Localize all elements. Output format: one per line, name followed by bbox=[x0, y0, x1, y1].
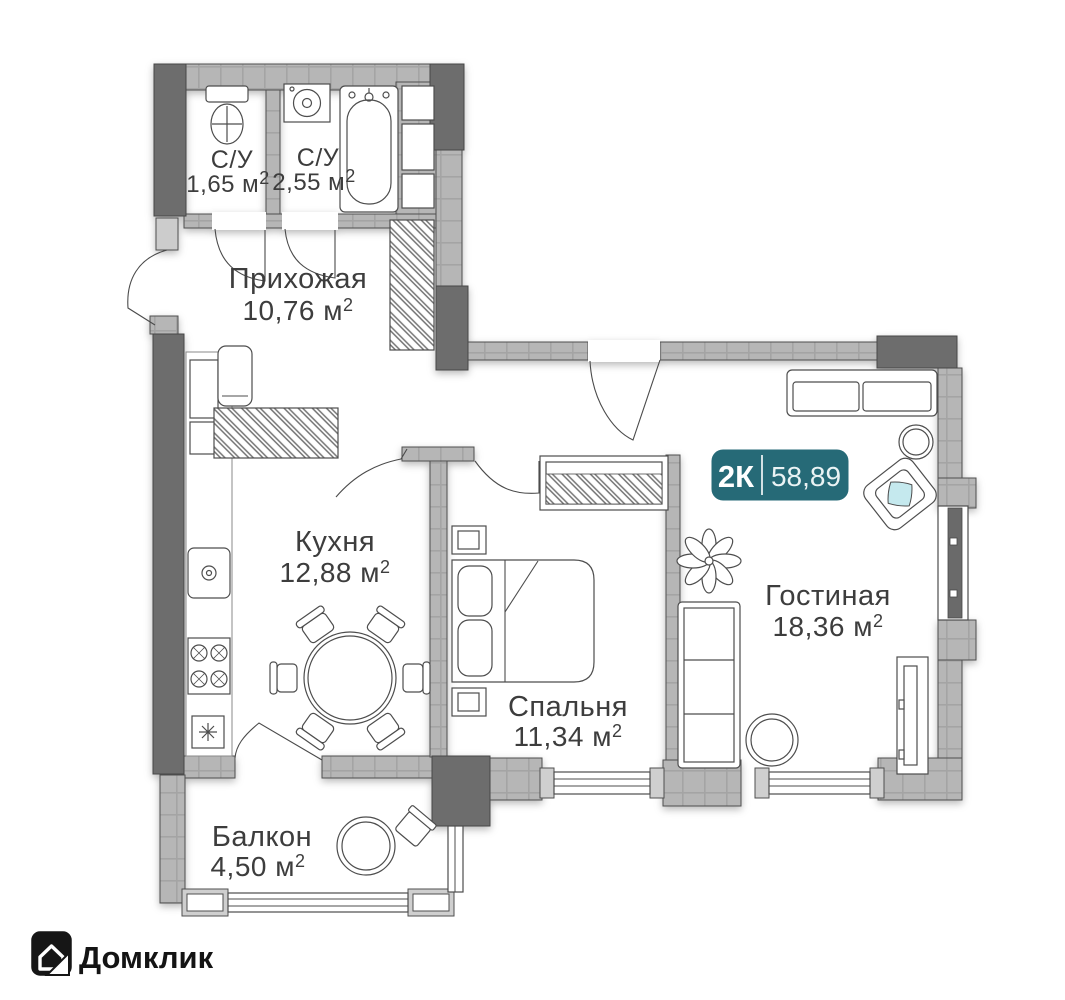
balcony-glazing bbox=[181, 825, 464, 917]
accent-pillow bbox=[887, 481, 913, 507]
nightstands bbox=[451, 525, 487, 717]
badge-background bbox=[708, 446, 852, 504]
bedroom-wardrobe bbox=[539, 455, 669, 511]
domclick-logo: Домклик bbox=[28, 928, 216, 979]
toilet bbox=[205, 85, 249, 145]
vent-symbol bbox=[191, 715, 225, 749]
living-door-arc bbox=[589, 359, 661, 441]
domclick-wordmark: Домклик bbox=[79, 940, 214, 975]
entrance-door-arc bbox=[127, 249, 168, 326]
dining-table bbox=[269, 605, 431, 751]
room-label-balcony: Балкон 4,50 м2 bbox=[210, 821, 312, 882]
kitchen-name: Кухня bbox=[295, 526, 375, 558]
svg-text:18,36 м2: 18,36 м2 bbox=[772, 611, 883, 642]
svg-text:11,34 м2: 11,34 м2 bbox=[513, 721, 622, 752]
bedroom-name: Спальня bbox=[508, 691, 628, 723]
living-name: Гостиная bbox=[765, 580, 891, 612]
bath2-door-arc bbox=[284, 228, 336, 279]
room-labels: С/У 1,65 м2 С/У 2,55 м2 Прихожая 10,76 м… bbox=[186, 144, 891, 882]
apartment-badge: 2К 58,89 bbox=[708, 446, 852, 504]
kitchen-sink bbox=[187, 547, 231, 599]
side-table bbox=[898, 424, 934, 460]
window-bedroom bbox=[539, 767, 665, 799]
room-label-hallway: Прихожая 10,76 м2 bbox=[229, 263, 367, 326]
badge-rooms: 2К bbox=[718, 459, 754, 494]
furniture bbox=[185, 83, 938, 876]
balcony-door-arc bbox=[234, 722, 323, 761]
svg-text:1,65 м2: 1,65 м2 bbox=[186, 168, 269, 198]
sofa bbox=[786, 369, 938, 417]
shelving-unit bbox=[677, 601, 741, 769]
svg-text:4,50 м2: 4,50 м2 bbox=[210, 851, 305, 882]
bed bbox=[451, 559, 595, 683]
room-label-living: Гостиная 18,36 м2 bbox=[765, 580, 891, 642]
room-label-bedroom: Спальня 11,34 м2 bbox=[508, 691, 628, 752]
badge-area: 58,89 bbox=[771, 461, 841, 492]
window-right bbox=[937, 505, 969, 621]
hallway-wardrobe bbox=[389, 219, 435, 351]
window-living bbox=[754, 767, 885, 799]
svg-text:10,76 м2: 10,76 м2 bbox=[242, 295, 353, 326]
hallway-name: Прихожая bbox=[229, 263, 367, 295]
balcony-name: Балкон bbox=[212, 821, 312, 853]
bedroom-door-arc bbox=[474, 460, 540, 494]
room-label-bath1: С/У 1,65 м2 bbox=[186, 146, 269, 198]
armchair bbox=[863, 457, 937, 531]
kitchen-door-arc bbox=[335, 448, 408, 498]
tall-cabinet bbox=[896, 656, 929, 775]
windows bbox=[181, 505, 969, 917]
bath1-door-arc bbox=[214, 228, 266, 282]
stove bbox=[187, 637, 231, 695]
room-label-kitchen: Кухня 12,88 м2 bbox=[279, 526, 390, 588]
bathtub bbox=[339, 85, 399, 213]
bath1-name: С/У bbox=[211, 146, 253, 174]
coffee-table bbox=[745, 713, 799, 767]
room-label-bath2: С/У 2,55 м2 bbox=[272, 144, 355, 196]
svg-text:2,55 м2: 2,55 м2 bbox=[272, 166, 355, 196]
domclick-house-icon bbox=[28, 928, 75, 979]
fridge bbox=[217, 345, 253, 407]
plant bbox=[676, 528, 742, 594]
balcony-chair bbox=[395, 805, 437, 847]
kitchen-cabinet-hatched bbox=[213, 407, 339, 459]
dining-chairs bbox=[269, 605, 431, 751]
balcony-table bbox=[336, 816, 396, 876]
bath2-name: С/У bbox=[297, 144, 339, 172]
doors bbox=[127, 228, 661, 761]
svg-text:12,88 м2: 12,88 м2 bbox=[279, 557, 390, 588]
washing-machine bbox=[283, 83, 331, 123]
shelf-niche bbox=[401, 85, 435, 209]
